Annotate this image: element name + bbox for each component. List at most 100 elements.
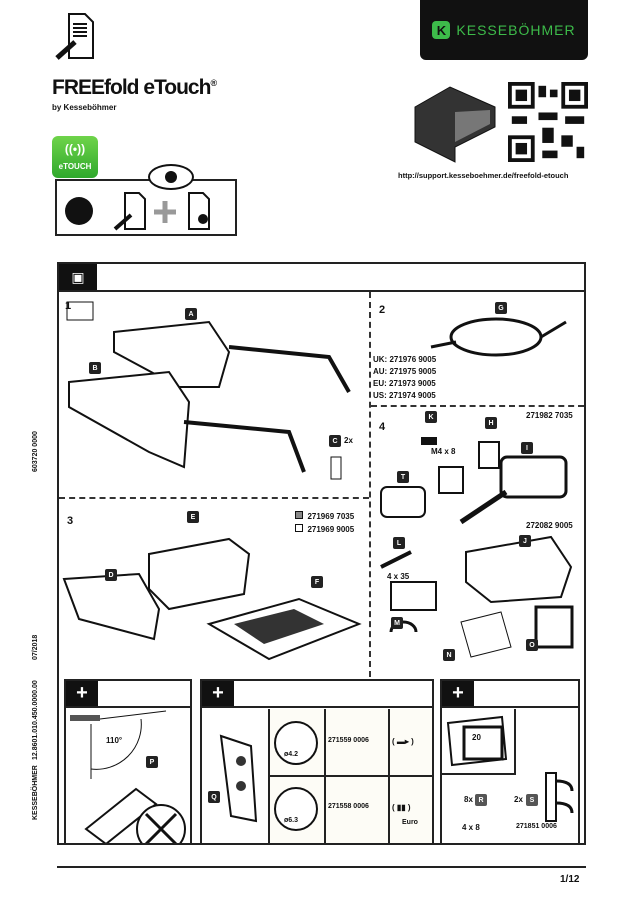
logo-mark: K — [432, 21, 451, 39]
wireless-icon: ((•)) — [64, 142, 86, 156]
screw-l-size: 4 x 35 — [387, 572, 410, 581]
part-label-s: S — [526, 794, 538, 806]
part-label-t: T — [397, 471, 409, 483]
badge-text: eTOUCH — [58, 162, 92, 171]
part-label-r: R — [475, 794, 487, 806]
screw-k-size: M4 x 8 — [431, 447, 456, 456]
spacer-clip-illustration — [545, 772, 574, 822]
code-au: AU: 271975 9005 — [373, 367, 437, 376]
part-label-b: B — [89, 362, 101, 374]
diameter-2: ø6.3 — [284, 817, 299, 824]
lift-mechanism-illustration — [66, 301, 351, 480]
part-label-h: H — [485, 417, 497, 429]
box-number-3: 3 — [67, 515, 74, 527]
part-label-d: D — [105, 569, 117, 581]
angle-label: 110° — [106, 736, 123, 745]
color-swatch-white — [295, 523, 303, 532]
color-variant: 271969 7035 — [295, 509, 354, 522]
part-label-o: O — [526, 639, 538, 651]
box-icon: ▣ — [59, 264, 97, 290]
set-4: 4 271982 7035 K M4 x 8 H I T 272082 9005… — [371, 407, 584, 677]
part-label-n: N — [443, 649, 455, 661]
mounting-plate-illustration — [219, 734, 258, 823]
etouch-badge: ((•)) eTOUCH — [52, 136, 98, 178]
box-number-2: 2 — [379, 304, 386, 316]
plus-icon: + — [442, 681, 474, 706]
screw-table: ø4.2 271559 0006 ( ▬▸ ) ø6.3 271558 0006… — [268, 709, 434, 843]
code-eu: EU: 271973 9005 — [373, 379, 436, 388]
manual-icon — [124, 192, 146, 230]
electronics-illustration — [380, 437, 574, 658]
part-label-j: J — [519, 535, 531, 547]
box-number-1: 1 — [65, 300, 72, 312]
manual-screwdriver-icon — [55, 13, 94, 60]
part-label-m: M — [391, 617, 403, 629]
color-code: 271969 7035 — [307, 512, 355, 521]
safety-icons — [65, 192, 210, 231]
read-manual-icon — [65, 197, 93, 225]
side-article: 603720 0000 — [32, 431, 39, 472]
part-label-k: K — [425, 411, 437, 423]
part-label-l: L — [393, 537, 405, 549]
screw-icon: ( ▬▸ ) — [392, 737, 414, 746]
code-top: 271982 7035 — [526, 411, 573, 420]
cabinet-illustration — [414, 86, 496, 163]
logo-text: KESSEBÖHMER — [456, 22, 576, 38]
color-swatch-grey — [295, 510, 303, 519]
cabinet-depth-illustration — [446, 715, 508, 767]
box-number-4: 4 — [379, 421, 386, 433]
registered-mark: ® — [210, 78, 217, 88]
detail-circle — [274, 787, 318, 831]
cable-codes: UK: 271976 9005 AU: 271975 9005 EU: 2719… — [373, 354, 436, 402]
hinge-illustration — [70, 710, 186, 843]
divider — [369, 292, 371, 677]
code-i: 272082 9005 — [526, 521, 573, 530]
code-uk: UK: 271976 9005 — [373, 355, 437, 364]
safety-instructions-box — [55, 179, 237, 236]
divider — [59, 497, 369, 499]
part-label-p: P — [146, 756, 158, 768]
qr-code[interactable] — [508, 82, 588, 162]
plus-icon: + — [66, 681, 98, 706]
part-label-q: Q — [208, 791, 220, 803]
hand-manual-icon — [188, 192, 210, 230]
plus-icon — [154, 201, 176, 223]
page-number: 1/12 — [560, 874, 580, 885]
footer-rule — [57, 866, 586, 868]
detail-circle — [274, 721, 318, 765]
part-label-i: I — [521, 442, 533, 454]
extra-panel-hinge: + 110° P — [64, 679, 192, 845]
diameter-1: ø4.2 — [284, 751, 299, 758]
s-qty: 2x — [514, 795, 523, 804]
parts-overview: ▣ 1 A B C 2x 2 G UK: 271976 9005 AU: 271… — [57, 262, 586, 845]
covers-illustration — [62, 537, 362, 661]
side-brand: KESSEBÖHMER — [32, 765, 39, 820]
set-2: 2 G UK: 271976 9005 AU: 271975 9005 EU: … — [371, 292, 584, 405]
set-3: 3 E D F 271969 7035 271969 9005 — [59, 499, 369, 677]
part-label-c: C — [329, 435, 341, 447]
parts-header: ▣ — [59, 264, 584, 292]
depth-value: 20 — [472, 733, 481, 742]
title-text: FREEfold eTouch — [52, 76, 211, 99]
divider — [371, 405, 584, 407]
part-label-e: E — [187, 511, 199, 523]
part-label-f: F — [311, 576, 323, 588]
part-label-a: A — [185, 308, 197, 320]
kessebohmer-logo: K KESSEBÖHMER — [420, 0, 588, 60]
s-code: 271851 0006 — [516, 823, 557, 830]
side-date: 07/2018 — [32, 634, 39, 660]
side-doc-number: 12.8601.010.450.0000.00 — [32, 680, 39, 760]
support-link[interactable]: http://support.kesseboehmer.de/freefold-… — [398, 171, 569, 180]
color-variants: 271969 7035 271969 9005 — [295, 509, 354, 535]
part-label-g: G — [495, 302, 507, 314]
eye-icon — [148, 164, 194, 190]
screw-code-2: 271558 0006 — [328, 803, 369, 810]
power-cable-illustration — [430, 317, 567, 357]
euro-screw-icon: ( ▮▮ ) — [392, 803, 411, 812]
r-size: 4 x 8 — [462, 823, 480, 832]
extra-panel-mounting-plate: + ø4.2 271559 0006 ( ▬▸ ) ø6.3 271558 00… — [200, 679, 434, 845]
depth-detail: 20 — [442, 709, 516, 775]
r-qty: 8x — [464, 795, 473, 804]
set-1: 1 A B C 2x — [59, 292, 369, 497]
extra-panel-spacer: + 20 8x R 4 x 8 2x S 271851 0006 — [440, 679, 580, 845]
